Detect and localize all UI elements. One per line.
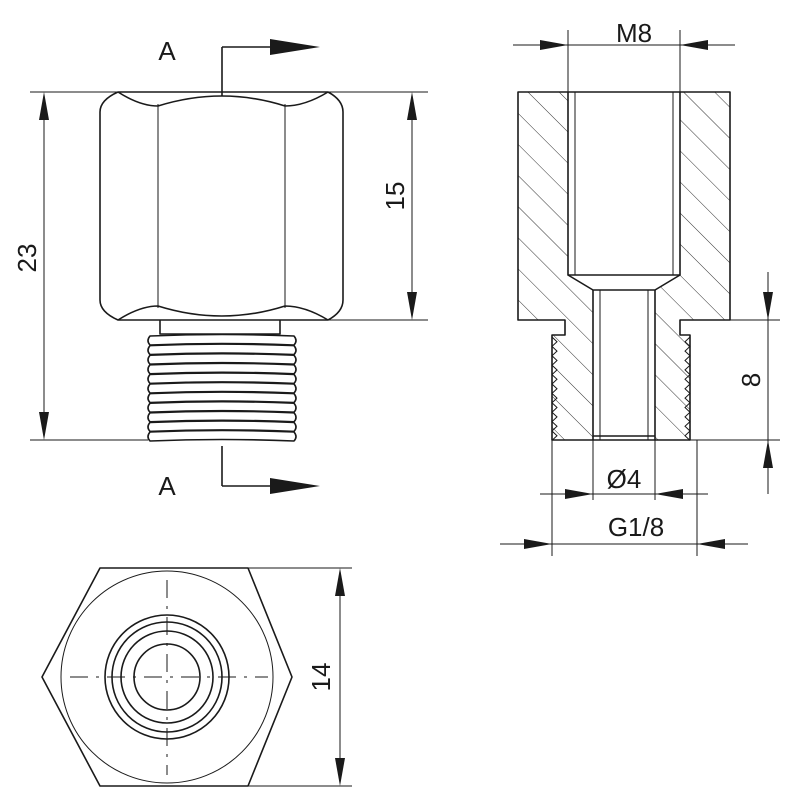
thread-serration — [551, 336, 558, 441]
dimension-label-23: 23 — [12, 244, 42, 273]
dimension-hex-height: 15 — [328, 91, 428, 321]
dimension-thread-length: 8 — [690, 272, 780, 494]
dimension-label-15: 15 — [380, 182, 410, 211]
neck — [159, 320, 281, 335]
outer-thread-front — [147, 333, 297, 442]
dimension-across-flats: 14 — [248, 567, 352, 787]
dimension-outer-thread: G1/8 — [500, 440, 748, 556]
top-view — [41, 567, 293, 787]
bore-cone — [567, 274, 681, 291]
section-arrow-top — [270, 39, 320, 55]
dimension-label-4: 4 — [627, 464, 641, 494]
section-arrow-bottom — [270, 478, 320, 494]
dimension-label-m8: M8 — [616, 18, 652, 48]
inner-bore-m8 — [567, 92, 681, 276]
section-hatching — [518, 92, 730, 440]
outer-thread-section — [551, 336, 691, 441]
svg-text:Ø4: Ø4 — [607, 464, 642, 494]
dimension-label-g18: G1/8 — [608, 512, 664, 542]
hex-chamfer-top — [117, 91, 329, 107]
thread-shank-outline — [148, 334, 296, 440]
thread-ridge — [147, 429, 297, 442]
section-line: A A — [158, 36, 320, 501]
chamfer-circle — [60, 570, 274, 784]
diameter-symbol: Ø — [607, 464, 627, 494]
hex-chamfer-bottom — [117, 305, 329, 321]
section-view — [517, 91, 731, 441]
dimension-overall-height: 23 — [12, 91, 148, 441]
dimension-inner-thread: M8 — [513, 18, 735, 92]
thread-inner-circle — [111, 621, 223, 733]
hex-body-outline — [99, 91, 344, 321]
dimension-label-14: 14 — [306, 663, 336, 692]
front-view — [99, 91, 344, 442]
bore-4mm — [592, 290, 656, 440]
thread-serration — [684, 336, 691, 441]
section-label-bottom: A — [158, 471, 176, 501]
dimension-label-8: 8 — [736, 373, 766, 387]
dimension-bore-diameter: Ø4 — [540, 440, 708, 500]
section-label-top: A — [158, 36, 176, 66]
